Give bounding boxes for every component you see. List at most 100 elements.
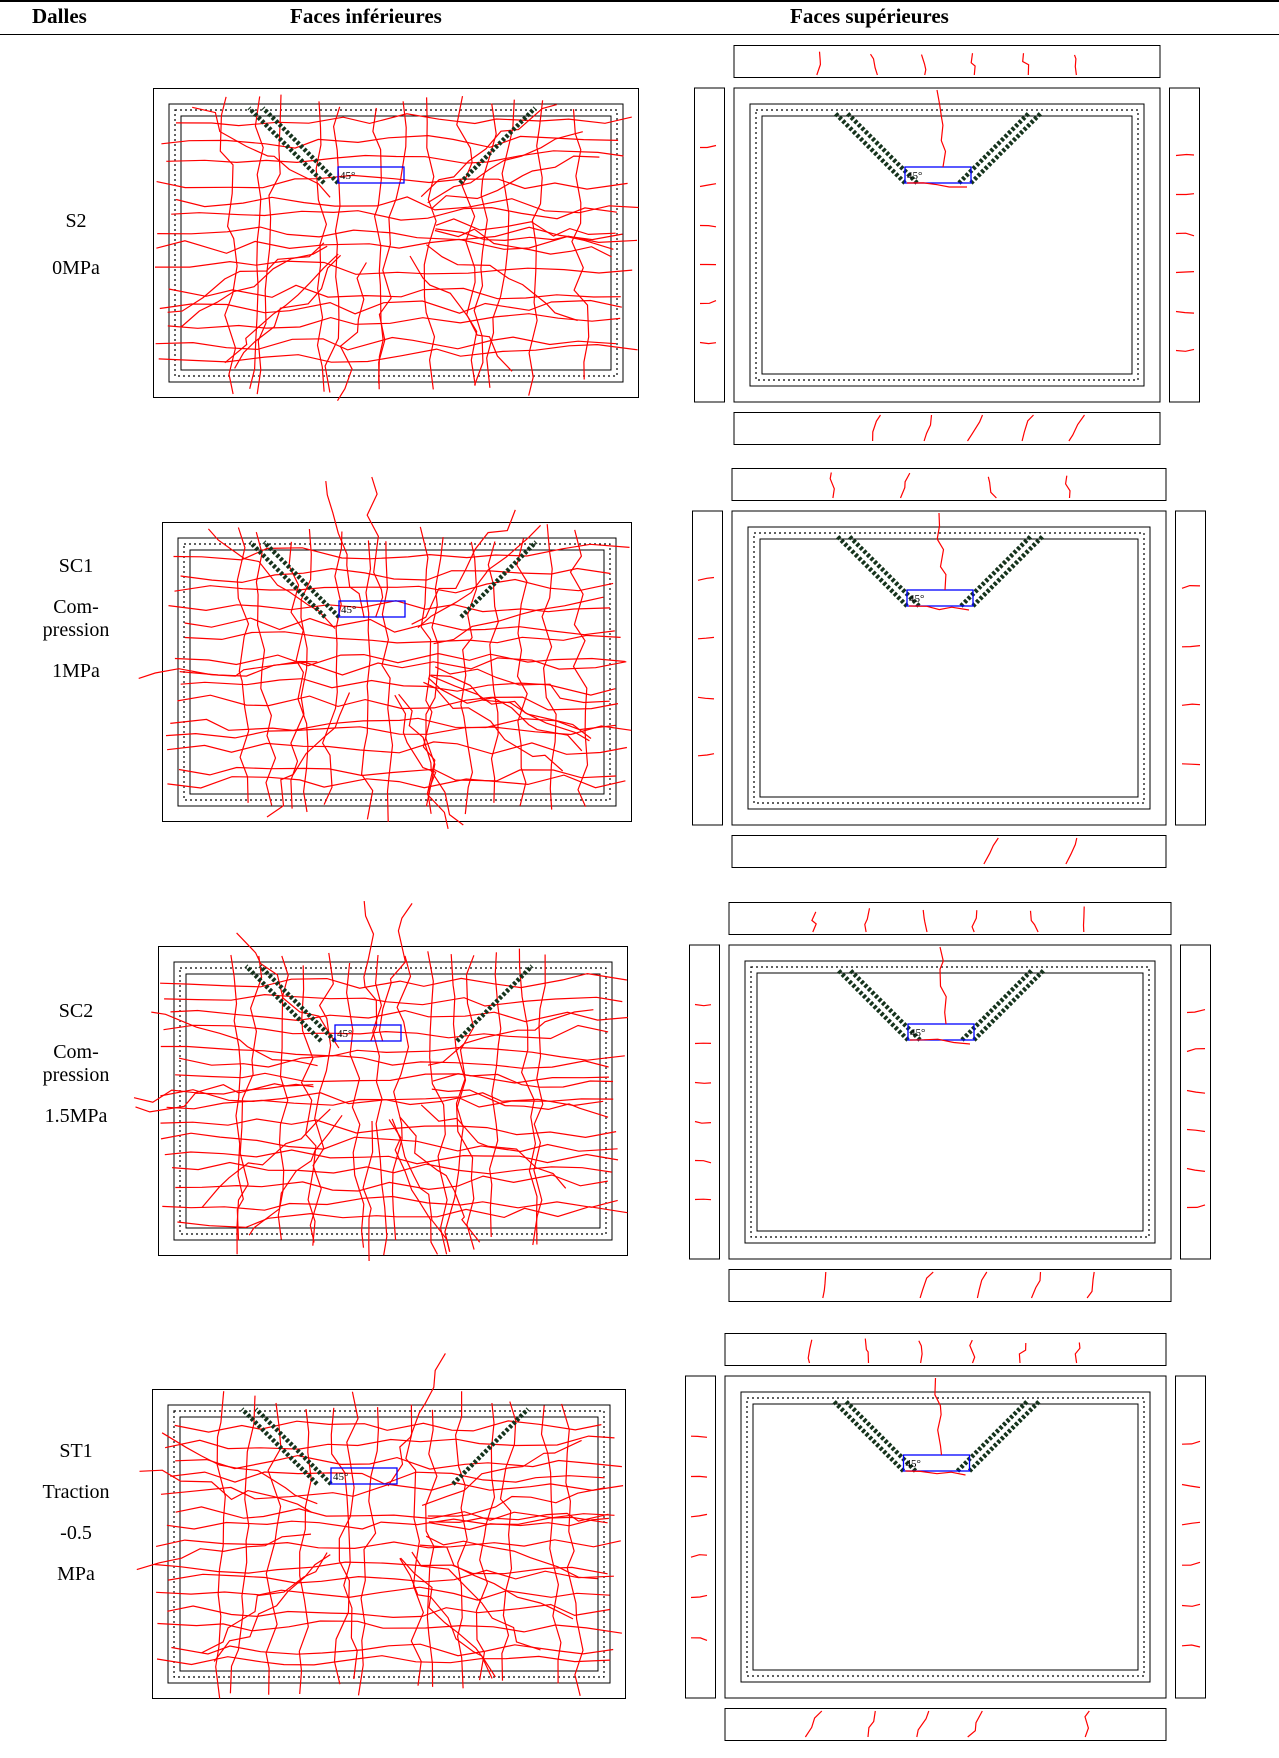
crack-line bbox=[690, 1594, 708, 1599]
crack-line bbox=[156, 235, 638, 254]
crack-line bbox=[290, 528, 312, 809]
header-bottom-rule bbox=[0, 34, 1279, 35]
compression-strut-left-2 bbox=[244, 964, 323, 1043]
crack-line bbox=[378, 101, 407, 390]
crack-line bbox=[427, 131, 583, 204]
crack-line bbox=[300, 965, 317, 1246]
crack-line bbox=[427, 1487, 605, 1517]
crack-line bbox=[167, 774, 626, 789]
side-face-left bbox=[694, 87, 725, 403]
crack-line bbox=[429, 675, 590, 742]
crack-line bbox=[215, 1391, 226, 1699]
crack-line bbox=[939, 946, 947, 1025]
loading-zone bbox=[338, 600, 406, 618]
crack-line bbox=[180, 678, 616, 696]
crack-line bbox=[157, 1620, 622, 1634]
crack-line bbox=[170, 717, 616, 732]
crack-line bbox=[428, 1517, 609, 1531]
loading-zone bbox=[330, 1467, 398, 1485]
header-top-rule bbox=[0, 0, 1279, 2]
crack-line bbox=[697, 753, 715, 757]
crack-line bbox=[378, 903, 413, 1042]
crack-line bbox=[173, 543, 630, 561]
crack-line bbox=[444, 955, 475, 1252]
crack-line bbox=[697, 696, 715, 700]
crack-line bbox=[916, 1710, 930, 1738]
crack-line bbox=[160, 1045, 625, 1061]
compression-strut-left bbox=[836, 968, 910, 1042]
column-header-dalles: Dalles bbox=[32, 4, 87, 28]
row-label-st1: ST1 Traction -0.5 MPa bbox=[20, 1440, 132, 1610]
crack-line bbox=[315, 101, 328, 392]
crack-line bbox=[298, 1409, 312, 1695]
side-face-bottom bbox=[724, 1708, 1167, 1741]
crack-line bbox=[1186, 1128, 1206, 1133]
crack-line bbox=[170, 1009, 628, 1023]
crack-line bbox=[330, 1407, 358, 1680]
crack-line bbox=[175, 1174, 608, 1192]
slab-outline bbox=[158, 946, 628, 1256]
crack-line bbox=[388, 1119, 439, 1255]
crack-line bbox=[164, 1435, 615, 1450]
crack-line bbox=[162, 1195, 618, 1211]
crack-line bbox=[1018, 1342, 1027, 1364]
crack-line bbox=[184, 631, 621, 644]
crack-line bbox=[864, 908, 871, 933]
crack-line bbox=[391, 955, 412, 1241]
crack-line bbox=[160, 1132, 618, 1153]
crack-line bbox=[391, 1118, 451, 1252]
reinforcement-dotted-line bbox=[174, 109, 618, 377]
crack-line bbox=[1181, 1440, 1201, 1445]
crack-line bbox=[499, 1401, 517, 1681]
crack-line bbox=[1181, 645, 1201, 648]
compression-strut-left bbox=[833, 111, 907, 185]
crack-line bbox=[1074, 1342, 1081, 1364]
crack-line bbox=[919, 1271, 934, 1299]
reinforcement-dotted-line bbox=[755, 109, 1139, 381]
crack-line bbox=[174, 652, 626, 667]
crack-line bbox=[224, 253, 339, 364]
crack-line bbox=[167, 313, 621, 329]
loading-zone bbox=[906, 589, 974, 607]
slab-outline bbox=[728, 944, 1172, 1260]
crack-line bbox=[161, 1432, 318, 1505]
crack-line bbox=[133, 1083, 314, 1103]
crack-line bbox=[435, 228, 614, 250]
crack-line bbox=[159, 299, 622, 315]
crack-line bbox=[201, 1552, 328, 1654]
crack-line bbox=[164, 993, 623, 1007]
crack-line bbox=[411, 1551, 541, 1651]
crack-line bbox=[967, 1710, 983, 1738]
crack-line bbox=[387, 1353, 446, 1487]
crack-line bbox=[136, 1533, 312, 1571]
compression-strut-right-2 bbox=[960, 968, 1034, 1042]
crack-line bbox=[569, 529, 589, 808]
bottom-face-slab-s2: 45° bbox=[153, 88, 639, 402]
crack-line bbox=[156, 1586, 610, 1601]
compression-strut-right bbox=[967, 1399, 1042, 1473]
crack-line bbox=[184, 617, 615, 636]
crack-line bbox=[234, 254, 342, 369]
crack-line bbox=[690, 1637, 708, 1641]
crack-line bbox=[425, 1409, 438, 1687]
side-face-top bbox=[724, 1333, 1167, 1366]
side-face-bottom bbox=[731, 835, 1167, 868]
crack-line bbox=[1182, 1561, 1201, 1566]
crack-line bbox=[175, 1072, 609, 1084]
crack-line bbox=[923, 414, 933, 442]
support-frame-inner bbox=[761, 115, 1133, 375]
row-label-sc1: SC1 Com- pression 1MPa bbox=[20, 555, 132, 707]
row-label-sc2: SC2 Com- pression 1.5MPa bbox=[20, 1000, 132, 1152]
crack-line bbox=[454, 1391, 468, 1689]
crack-line bbox=[175, 1454, 622, 1470]
crack-line bbox=[166, 1516, 608, 1530]
crack-line bbox=[174, 1420, 602, 1433]
angle-label: 45° bbox=[337, 1028, 352, 1040]
row-label-line: ST1 bbox=[59, 1440, 93, 1462]
crack-line bbox=[171, 206, 617, 221]
crack-line bbox=[427, 677, 583, 752]
crack-line bbox=[265, 1402, 282, 1695]
side-face-bottom bbox=[728, 1269, 1172, 1302]
row-label-line: SC2 bbox=[58, 1000, 94, 1022]
crack-line bbox=[167, 242, 325, 313]
